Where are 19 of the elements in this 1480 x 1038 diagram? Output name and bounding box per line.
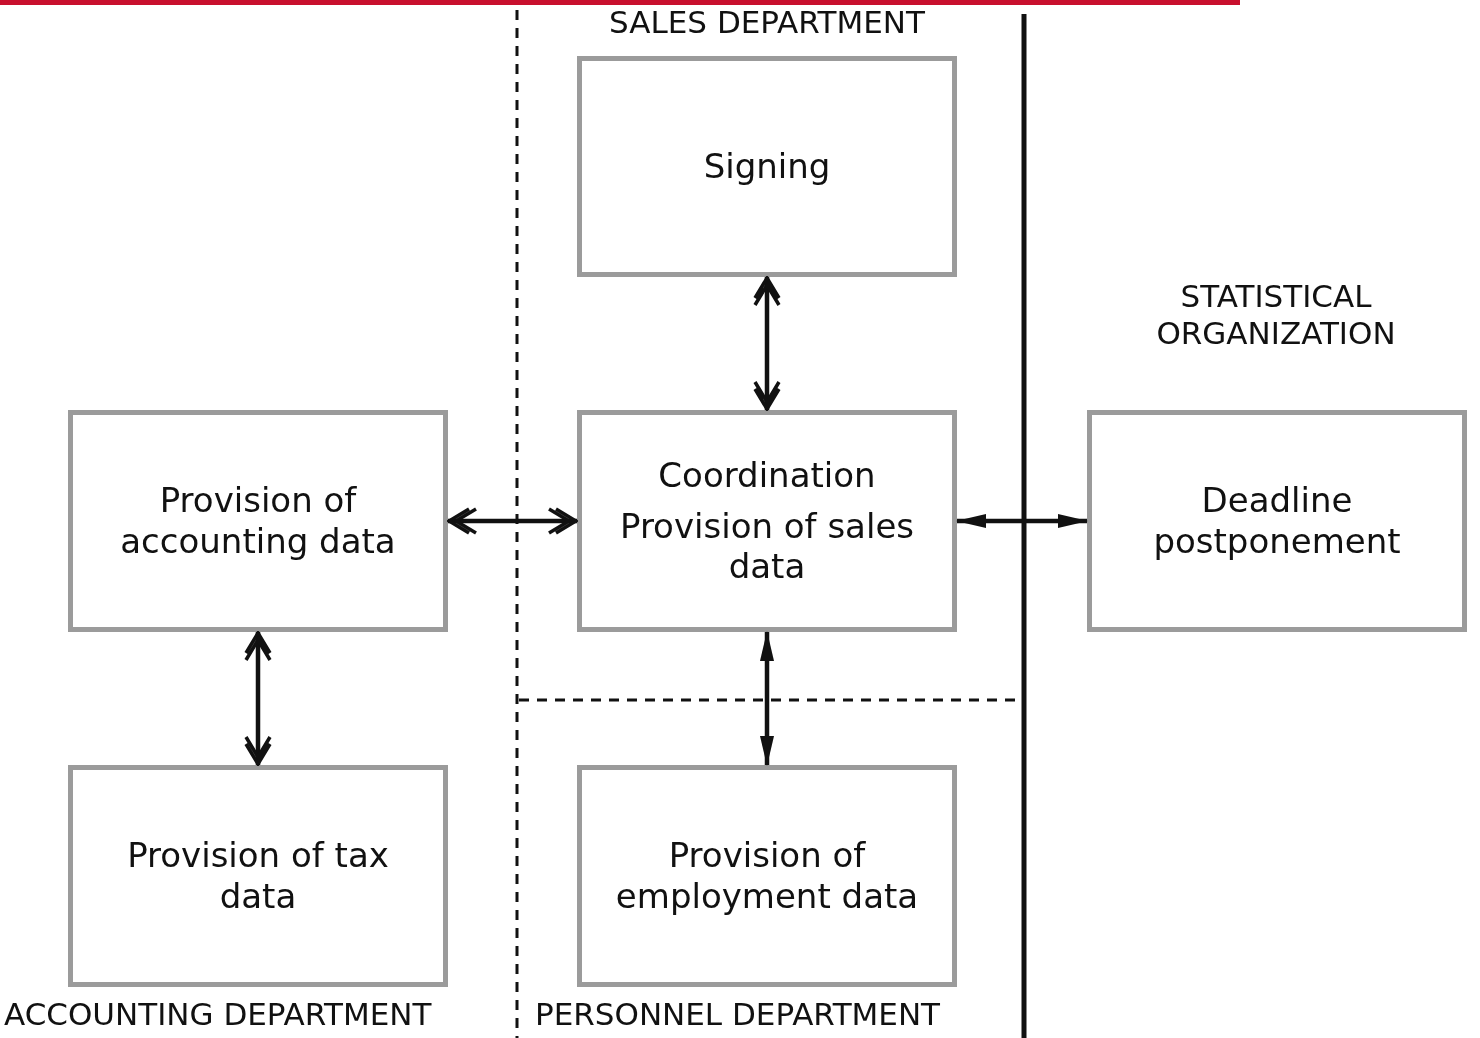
process-box: [1087, 410, 1467, 632]
node-text: Provision of sales data: [619, 505, 915, 588]
process-box: [577, 56, 957, 277]
region-label: SALES DEPARTMENT: [609, 4, 925, 42]
process-box: [577, 410, 957, 632]
node-text: Provision of accounting data: [119, 480, 397, 562]
node-text: Deadline postponement: [1152, 480, 1402, 562]
double-arrow: [760, 631, 774, 766]
node-text: Provision of employment data: [614, 835, 920, 917]
node-text: Signing: [703, 146, 831, 187]
process-box: [68, 410, 448, 632]
double-arrow: [956, 514, 1088, 528]
region-label: ACCOUNTING DEPARTMENT: [4, 996, 432, 1034]
process-box: [68, 765, 448, 987]
process-box: [577, 765, 957, 987]
node-text: Provision of tax data: [126, 835, 390, 917]
region-label: PERSONNEL DEPARTMENT: [535, 996, 941, 1034]
node-text: Coordination: [658, 454, 876, 496]
region-label: STATISTICAL ORGANIZATION: [1155, 278, 1397, 353]
